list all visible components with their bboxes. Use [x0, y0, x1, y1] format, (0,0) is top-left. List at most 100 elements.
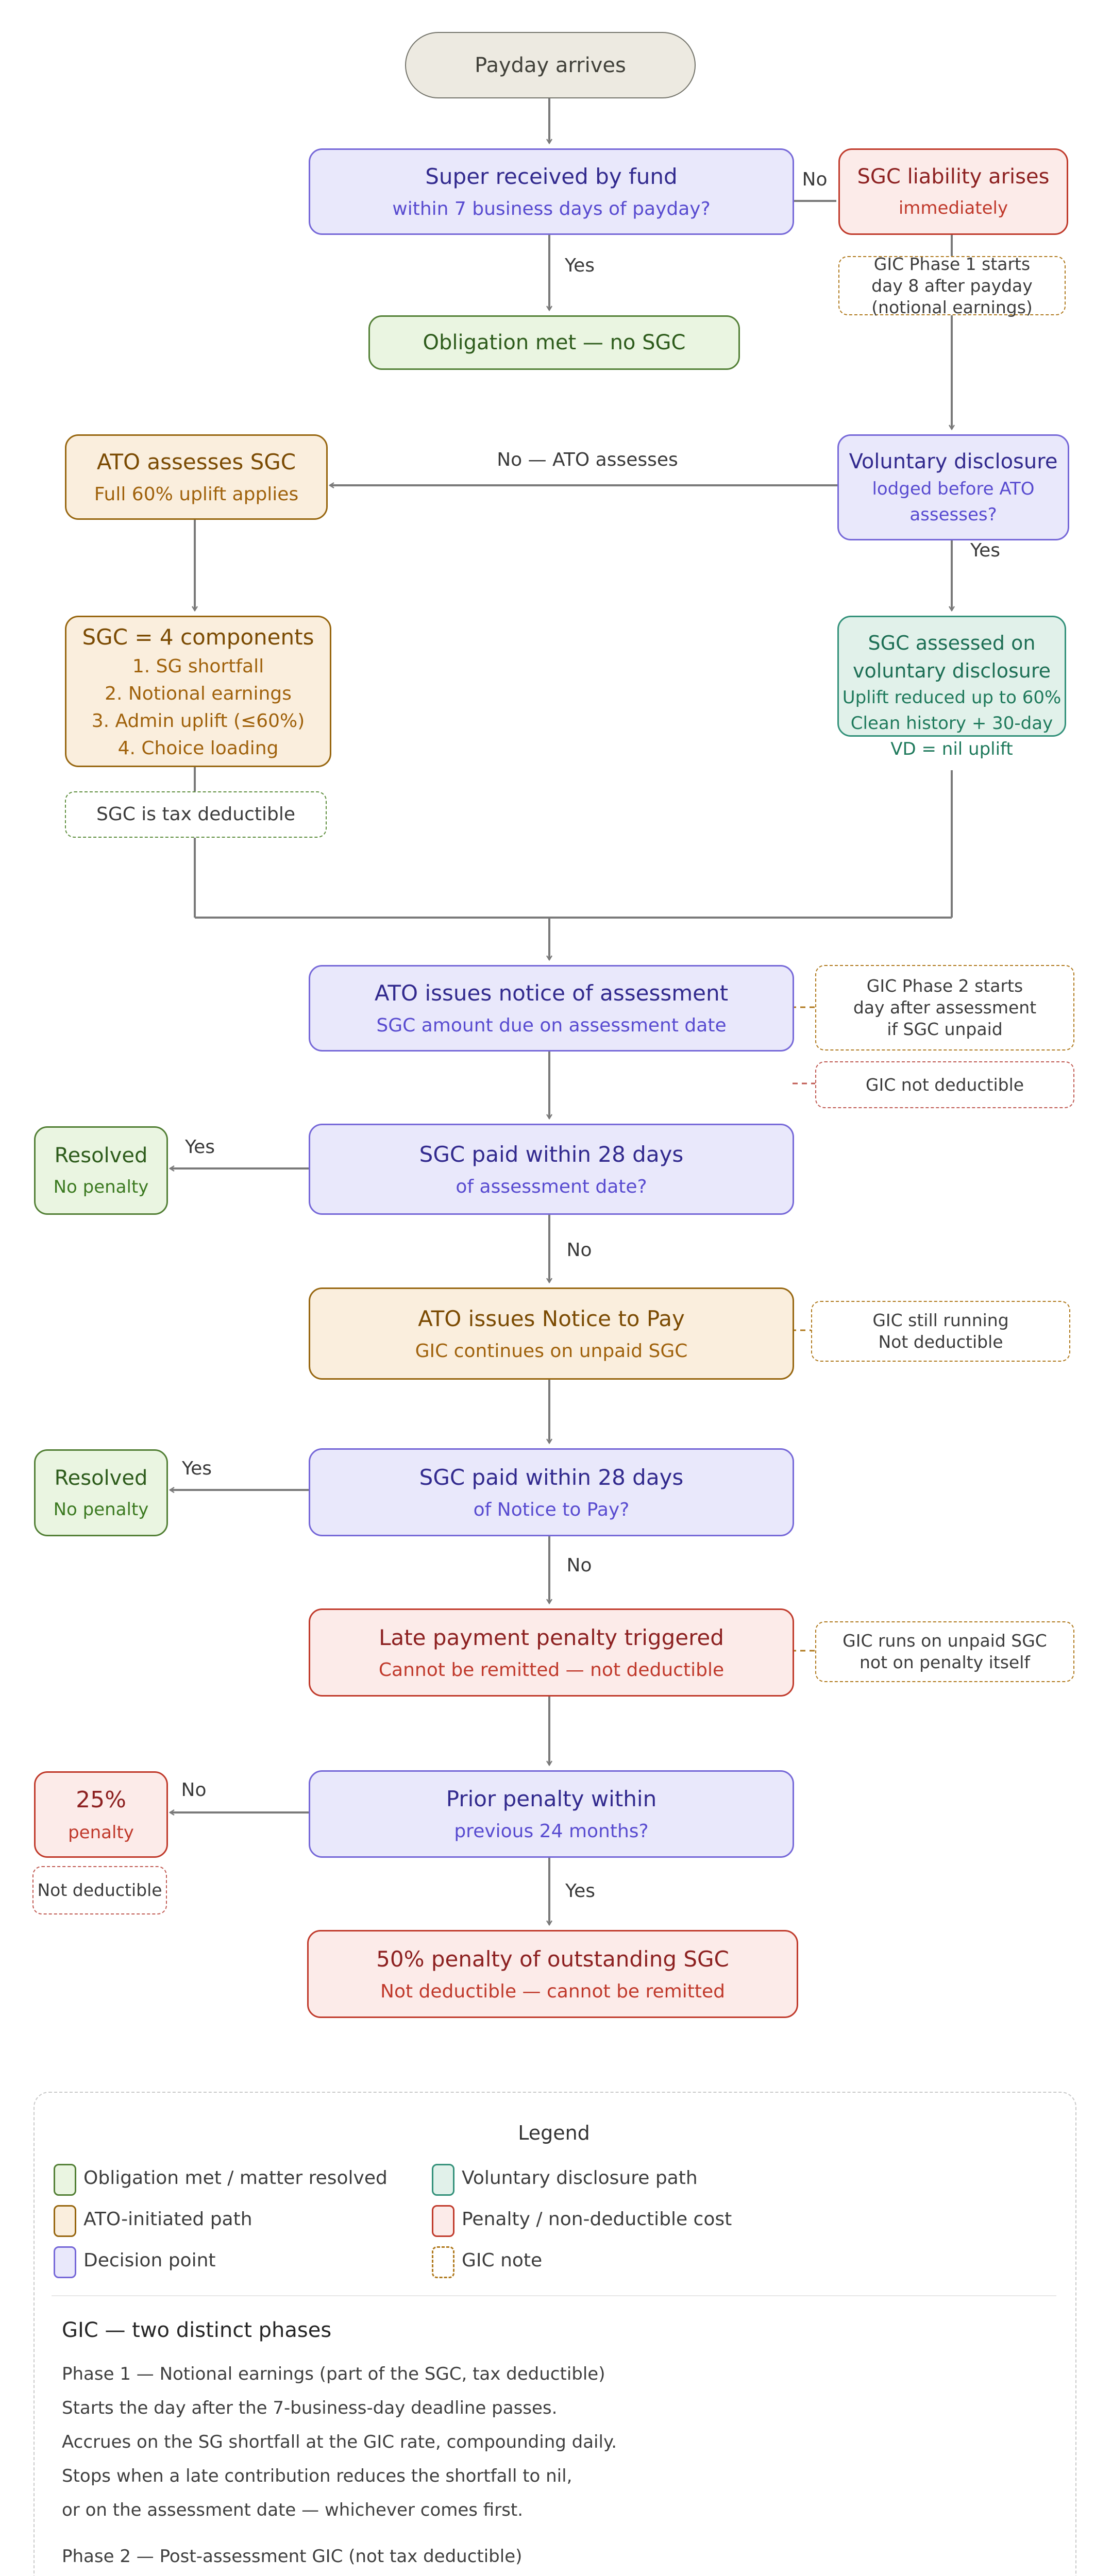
node-subtitle: GIC continues on unpaid SGC — [415, 1340, 688, 1362]
note-line: if SGC unpaid — [887, 1019, 1003, 1039]
node-title: Prior penalty within — [446, 1786, 657, 1811]
body-line: Stops when a late contribution reduces t… — [62, 2466, 572, 2486]
legend-item-label: Penalty / non-deductible cost — [462, 2209, 732, 2230]
body-line: or on the assessment date — whichever co… — [62, 2500, 524, 2520]
node-list-item: 4. Choice loading — [117, 737, 279, 759]
note-line: GIC Phase 1 starts — [873, 253, 1031, 274]
body-line: Starts the day after the 7-business-day … — [62, 2398, 558, 2418]
node-title: Late payment penalty triggered — [379, 1624, 724, 1650]
node-subtitle: SGC amount due on assessment date — [376, 1015, 727, 1036]
node-title: ATO issues notice of assessment — [374, 980, 729, 1006]
note-line: GIC not deductible — [865, 1074, 1024, 1095]
legend-item-label: Decision point — [83, 2250, 216, 2271]
node-subtitle: previous 24 months? — [454, 1821, 649, 1842]
node-paid-28-days-notice-decision: SGC paid within 28 days of Notice to Pay… — [309, 1448, 794, 1536]
node-subtitle: Clean history + 30-day — [850, 713, 1053, 734]
legend-item-label: Obligation met / matter resolved — [83, 2167, 388, 2189]
node-subtitle: Cannot be remitted — not deductible — [378, 1659, 725, 1681]
node-subtitle: within 7 business days of payday? — [392, 198, 711, 219]
node-title: 25% — [76, 1786, 126, 1813]
edge-label-yes: Yes — [184, 1137, 215, 1158]
edge-label-no: No — [802, 169, 828, 190]
node-subtitle: Uplift reduced up to 60% — [842, 687, 1062, 708]
node-title: Voluntary disclosure — [849, 450, 1058, 473]
section-heading-gic-phases: GIC — two distinct phases — [62, 2318, 332, 2342]
node-voluntary-disclosure-decision: Voluntary disclosure lodged before ATO a… — [837, 434, 1069, 540]
edge-label-no-ato-assesses: No — ATO assesses — [497, 449, 678, 470]
note-sgc-tax-deductible: SGC is tax deductible — [65, 791, 327, 838]
node-title: SGC paid within 28 days — [419, 1464, 684, 1490]
note-gic-phase2: GIC Phase 2 starts day after assessment … — [815, 965, 1074, 1050]
node-super-received-decision: Super received by fund within 7 business… — [309, 148, 794, 235]
node-list-item: 3. Admin uplift (≤60%) — [91, 710, 305, 732]
edge-label-yes: Yes — [970, 540, 1001, 561]
node-resolved-2: Resolved No penalty — [34, 1449, 168, 1536]
node-title: SGC liability arises — [857, 165, 1050, 189]
node-title: ATO assesses SGC — [96, 449, 296, 474]
node-subtitle: Full 60% uplift applies — [94, 484, 299, 505]
body-line: Phase 1 — Notional earnings (part of the… — [62, 2364, 605, 2384]
node-subtitle: penalty — [68, 1822, 134, 1843]
node-title: voluntary disclosure — [852, 659, 1051, 682]
note-line: GIC still running — [872, 1310, 1009, 1330]
edge-label-yes: Yes — [565, 1880, 596, 1902]
node-title: Obligation met — no SGC — [423, 331, 686, 354]
note-gic-not-deductible: GIC not deductible — [815, 1061, 1074, 1108]
legend-title: Legend — [518, 2122, 590, 2144]
legend-swatch-ato — [54, 2205, 76, 2237]
node-late-payment-penalty: Late payment penalty triggered Cannot be… — [309, 1608, 794, 1697]
node-notice-of-assessment: ATO issues notice of assessment SGC amou… — [309, 965, 794, 1052]
node-obligation-met: Obligation met — no SGC — [368, 315, 740, 370]
note-line: GIC Phase 2 starts — [866, 976, 1023, 996]
edge-label-no: No — [566, 1240, 592, 1261]
node-subtitle: assesses? — [909, 504, 997, 525]
legend-panel — [33, 2092, 1076, 2576]
node-list-item: 1. SG shortfall — [132, 655, 264, 677]
node-sgc-liability: SGC liability arises immediately — [838, 148, 1068, 235]
node-title: SGC assessed on — [868, 632, 1036, 654]
node-subtitle: Not deductible — cannot be remitted — [380, 1980, 725, 2002]
edge-label-yes: Yes — [181, 1458, 212, 1479]
node-sgc-components: SGC = 4 components 1. SG shortfall 2. No… — [65, 616, 331, 767]
note-not-deductible: Not deductible — [32, 1866, 167, 1914]
node-prior-penalty-decision: Prior penalty within previous 24 months? — [309, 1770, 794, 1858]
note-gic-still-running: GIC still running Not deductible — [811, 1301, 1070, 1362]
legend-swatch-voluntary — [432, 2164, 454, 2196]
body-line: Phase 2 — Post-assessment GIC (not tax d… — [62, 2546, 523, 2567]
node-subtitle: of Notice to Pay? — [473, 1499, 630, 1520]
node-resolved-1: Resolved No penalty — [34, 1126, 168, 1215]
node-penalty-25: 25% penalty — [34, 1771, 168, 1858]
note-line: Not deductible — [878, 1332, 1003, 1352]
note-gic-runs-on-unpaid-sgc: GIC runs on unpaid SGC not on penalty it… — [815, 1621, 1074, 1682]
node-subtitle: immediately — [898, 198, 1008, 218]
note-line: (notional earnings) — [871, 297, 1033, 317]
node-subtitle: of assessment date? — [456, 1176, 647, 1197]
legend-item-label: ATO-initiated path — [83, 2209, 252, 2230]
legend-item-label: Voluntary disclosure path — [462, 2167, 698, 2189]
legend-item-label: GIC note — [462, 2250, 543, 2271]
body-line: Accrues on the SG shortfall at the GIC r… — [62, 2432, 617, 2452]
note-line: day 8 after payday — [871, 275, 1033, 296]
node-title: Resolved — [54, 1144, 148, 1167]
edge-label-no: No — [181, 1780, 207, 1801]
note-gic-phase1: GIC Phase 1 starts day 8 after payday (n… — [838, 253, 1066, 317]
node-sgc-assessed-voluntary-disclosure: SGC assessed on voluntary disclosure Upl… — [837, 616, 1066, 759]
node-title: Resolved — [54, 1466, 148, 1490]
note-line: not on penalty itself — [859, 1652, 1031, 1672]
node-title: SGC paid within 28 days — [419, 1141, 684, 1167]
node-notice-to-pay: ATO issues Notice to Pay GIC continues o… — [309, 1287, 794, 1380]
legend-swatch-resolved — [54, 2164, 76, 2196]
node-subtitle: VD = nil uplift — [890, 739, 1013, 759]
edge-label-no: No — [566, 1555, 592, 1576]
node-list-item: 2. Notional earnings — [105, 683, 292, 704]
note-line: SGC is tax deductible — [96, 804, 296, 825]
note-line: GIC runs on unpaid SGC — [843, 1631, 1047, 1651]
edge-label-yes: Yes — [564, 255, 595, 276]
legend-swatch-penalty — [432, 2205, 454, 2237]
node-subtitle: lodged before ATO — [872, 479, 1035, 499]
note-line: day after assessment — [853, 997, 1037, 1018]
legend-swatch-gic-note — [432, 2246, 454, 2278]
node-title: 50% penalty of outstanding SGC — [376, 1946, 729, 1972]
